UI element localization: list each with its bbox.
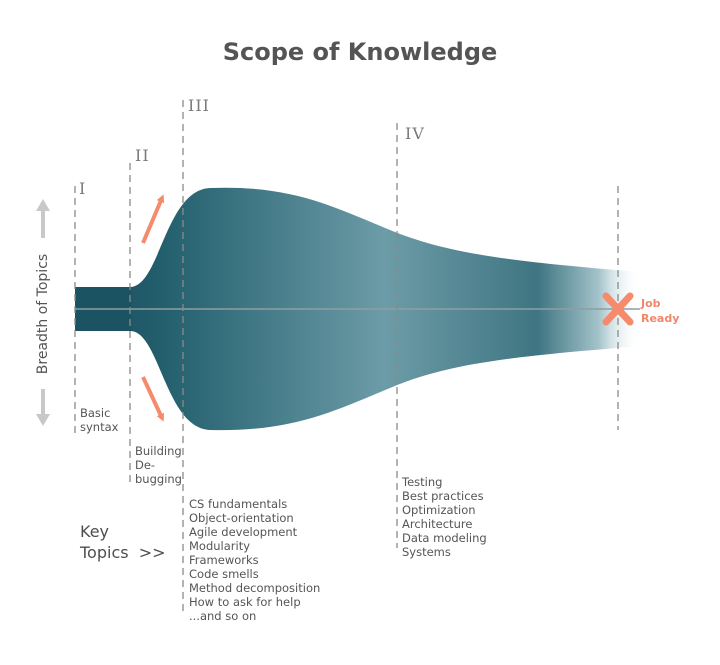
topic-item: How to ask for help bbox=[189, 595, 301, 609]
topic-item: Architecture bbox=[402, 517, 473, 531]
topic-item: Modularity bbox=[189, 539, 251, 553]
topic-item: Building bbox=[135, 444, 182, 458]
topic-item: Agile development bbox=[189, 525, 298, 539]
topic-item: Data modeling bbox=[402, 531, 487, 545]
topic-item: Object-orientation bbox=[189, 511, 294, 525]
topic-item: Frameworks bbox=[189, 553, 259, 567]
topic-item: Code smells bbox=[189, 567, 259, 581]
key-topics-line1: Key bbox=[80, 522, 110, 541]
stage-3-topics: CS fundamentals Object-orientation Agile… bbox=[189, 497, 320, 623]
key-topics-line2: Topics >> bbox=[80, 543, 166, 562]
job-ready-line2: Ready bbox=[641, 312, 680, 325]
expand-down-arrow bbox=[141, 376, 164, 422]
expand-up-arrow bbox=[141, 194, 165, 244]
job-ready-line1: Job bbox=[641, 297, 661, 310]
topic-item: Testing bbox=[402, 475, 443, 489]
job-ready-x-icon bbox=[602, 292, 634, 326]
topic-item: De- bbox=[135, 458, 156, 472]
breadth-down-arrow-icon bbox=[36, 389, 50, 426]
stage-3-numeral: III bbox=[188, 96, 210, 115]
topic-item: syntax bbox=[80, 420, 119, 434]
topic-item: Basic bbox=[80, 406, 111, 420]
diagram-title: Scope of Knowledge bbox=[222, 38, 498, 66]
topic-item: Best practices bbox=[402, 489, 484, 503]
stage-4-topics: Testing Best practices Optimization Arch… bbox=[402, 475, 487, 559]
stage-2-numeral: II bbox=[135, 146, 150, 165]
stage-2-topics: Building De- bugging bbox=[135, 444, 182, 486]
key-topics-label: Key Topics >> bbox=[80, 521, 166, 563]
stage-4-numeral: IV bbox=[405, 124, 425, 143]
topic-item: ...and so on bbox=[189, 609, 257, 623]
topic-item: bugging bbox=[135, 472, 182, 486]
topic-item: Systems bbox=[402, 545, 451, 559]
breadth-axis-label: Breadth of Topics bbox=[35, 253, 51, 375]
breadth-up-arrow-icon bbox=[36, 199, 50, 238]
topic-item: Optimization bbox=[402, 503, 476, 517]
job-ready-label: Job Ready bbox=[641, 296, 679, 326]
topic-item: Method decomposition bbox=[189, 581, 321, 595]
stage-1-numeral: I bbox=[79, 179, 87, 198]
stage-1-topics: Basic syntax bbox=[80, 406, 118, 434]
topic-item: CS fundamentals bbox=[189, 497, 288, 511]
